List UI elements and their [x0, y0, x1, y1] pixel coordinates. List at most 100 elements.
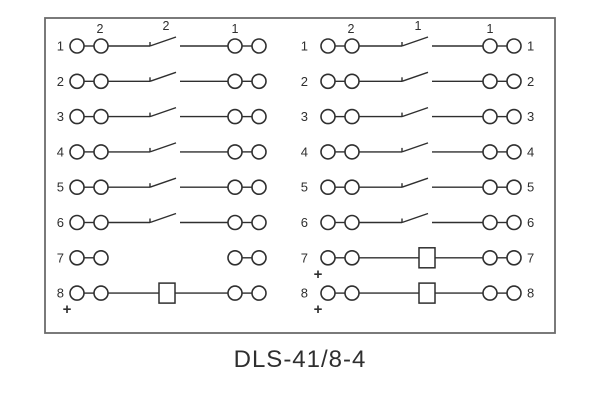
- coil-symbol: [418, 247, 436, 269]
- row-number: 1: [301, 39, 308, 54]
- terminal-circle: [482, 144, 498, 160]
- terminal-circle: [506, 285, 522, 301]
- contact-blade: [401, 71, 429, 82]
- contact-blade: [149, 177, 177, 188]
- contact-blade: [401, 106, 429, 118]
- terminal-circle: [506, 144, 522, 160]
- row-number: 4: [301, 144, 308, 159]
- row-number-end: 1: [527, 39, 534, 54]
- contact-blade: [149, 71, 177, 82]
- contact-label-right: 1: [232, 22, 239, 36]
- terminal-circle: [69, 214, 85, 231]
- row-number-end: 3: [527, 109, 534, 124]
- polarity-plus: +: [314, 301, 323, 318]
- polarity-plus: +: [314, 266, 323, 283]
- row-number: 4: [57, 144, 64, 159]
- terminal-circle: [320, 108, 336, 125]
- row-number: 8: [301, 286, 308, 301]
- terminal-circle: [320, 249, 336, 266]
- terminal-circle: [482, 108, 498, 125]
- terminal-circle: [482, 214, 498, 231]
- contact-blade: [149, 106, 177, 118]
- contact-label-right: 1: [487, 22, 494, 36]
- terminal-circle: [482, 249, 498, 266]
- terminal-circle: [344, 285, 360, 301]
- row-number: 2: [57, 74, 64, 89]
- row-number-end: 5: [527, 180, 534, 195]
- terminal-circle: [69, 38, 85, 54]
- terminal-circle: [320, 285, 336, 301]
- terminal-circle: [344, 73, 360, 90]
- terminal-circle: [93, 285, 109, 301]
- contact-label-left: 2: [97, 22, 104, 36]
- terminal-circle: [344, 38, 360, 54]
- row-number-end: 8: [527, 286, 534, 301]
- terminal-circle: [251, 38, 267, 54]
- terminal-circle: [93, 214, 109, 231]
- terminal-circle: [506, 214, 522, 231]
- row-left-5: 5: [57, 177, 267, 195]
- terminal-circle: [251, 214, 267, 231]
- row-number: 6: [301, 215, 308, 230]
- terminal-circle: [93, 179, 109, 195]
- terminal-circle: [506, 108, 522, 125]
- coil-symbol: [158, 282, 176, 304]
- terminal-circle: [320, 214, 336, 231]
- terminal-circle: [506, 179, 522, 195]
- contact-blade: [401, 177, 429, 188]
- terminal-circle: [227, 144, 243, 160]
- terminal-circle: [482, 179, 498, 195]
- contact-blade: [401, 212, 429, 224]
- row-left-2: 2: [57, 71, 267, 90]
- row-number: 5: [57, 180, 64, 195]
- row-right-8: 8 8 +: [301, 282, 534, 318]
- terminal-circle: [344, 249, 360, 266]
- row-number-end: 7: [527, 250, 534, 265]
- terminal-circle: [93, 144, 109, 160]
- terminal-circle: [251, 285, 267, 301]
- row-left-3: 3: [57, 106, 267, 125]
- terminal-circle: [251, 179, 267, 195]
- terminal-circle: [251, 73, 267, 90]
- contact-blade: [401, 142, 429, 153]
- terminal-circle: [93, 38, 109, 54]
- terminal-circle: [69, 73, 85, 90]
- row-number: 1: [57, 39, 64, 54]
- row-number: 7: [301, 250, 308, 265]
- terminal-circle: [69, 108, 85, 125]
- terminal-circle: [227, 38, 243, 54]
- terminal-circle: [482, 285, 498, 301]
- row-number: 8: [57, 286, 64, 301]
- terminal-circle: [320, 38, 336, 54]
- contact-label-left: 2: [348, 22, 355, 36]
- row-left-6: 6: [57, 212, 267, 231]
- terminal-circle: [506, 73, 522, 90]
- diagram-caption: DLS-41/8-4: [233, 346, 367, 373]
- terminal-circle: [93, 108, 109, 125]
- terminal-circle: [69, 285, 85, 301]
- row-left-8: 8+: [57, 282, 267, 318]
- terminal-circle: [320, 73, 336, 90]
- contact-blade: [149, 36, 177, 47]
- terminal-circle: [251, 108, 267, 125]
- terminal-circle: [93, 73, 109, 90]
- row-left-4: 4: [57, 142, 267, 160]
- terminal-circle: [69, 144, 85, 160]
- terminal-circle: [69, 179, 85, 195]
- contact-blade: [401, 36, 429, 47]
- terminal-circle: [251, 144, 267, 160]
- coil-symbol: [418, 282, 436, 304]
- row-number-end: 6: [527, 215, 534, 230]
- terminal-circle: [251, 249, 267, 266]
- row-number: 6: [57, 215, 64, 230]
